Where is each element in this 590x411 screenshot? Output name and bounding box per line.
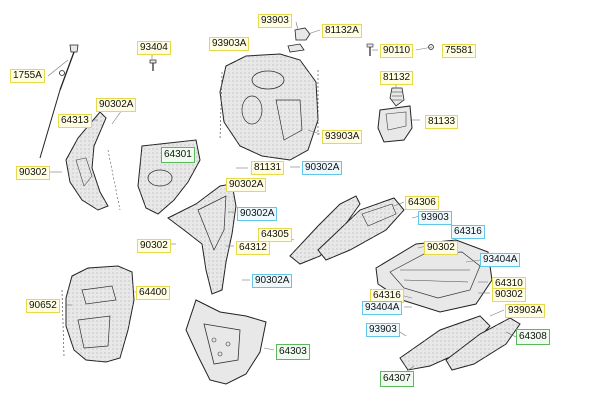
callout-64308[interactable]: 64308 — [516, 329, 550, 345]
callout-93903-right[interactable]: 93903 — [418, 211, 452, 225]
callout-90652[interactable]: 90652 — [26, 299, 60, 313]
leg-shield-64400-part[interactable] — [61, 265, 135, 363]
callout-64313[interactable]: 64313 — [58, 114, 92, 128]
callout-90110[interactable]: 90110 — [380, 44, 414, 58]
callout-90302-rb[interactable]: 90302 — [492, 288, 526, 302]
callout-93404A-rt[interactable]: 93404A — [480, 253, 521, 267]
callout-93404-top[interactable]: 93404 — [137, 41, 171, 55]
callout-93404A-bottom[interactable]: 93404A — [362, 301, 403, 315]
callout-81132A[interactable]: 81132A — [322, 24, 362, 38]
callout-64301[interactable]: 64301 — [161, 147, 195, 163]
callout-93903-top[interactable]: 93903 — [258, 14, 292, 28]
callout-93903A-mid[interactable]: 93903A — [322, 130, 363, 144]
side-cover-64306-part[interactable] — [317, 197, 405, 261]
callout-75581[interactable]: 75581 — [442, 44, 476, 58]
callout-64312[interactable]: 64312 — [236, 241, 270, 255]
callout-64316-top[interactable]: 64316 — [451, 225, 485, 239]
callout-64307[interactable]: 64307 — [380, 371, 414, 387]
callout-90302A-right[interactable]: 90302A — [237, 207, 278, 221]
hook-cover-81133-part[interactable] — [377, 105, 413, 143]
side-cover-64313-part[interactable] — [65, 111, 121, 211]
callout-81131[interactable]: 81131 — [251, 161, 285, 175]
lower-cover-64308-part[interactable] — [445, 317, 521, 371]
callout-64303[interactable]: 64303 — [276, 344, 310, 360]
bolt-93404-part[interactable] — [149, 59, 157, 71]
hook-81132-part[interactable] — [389, 87, 405, 107]
front-inner-cover-part[interactable] — [219, 53, 319, 161]
callout-90302-center[interactable]: 90302 — [137, 239, 171, 253]
callout-81132[interactable]: 81132 — [380, 71, 414, 85]
dipstick-part[interactable] — [39, 44, 79, 159]
callout-81133[interactable]: 81133 — [425, 115, 459, 129]
callout-90302A-left[interactable]: 90302A — [96, 98, 137, 112]
callout-64400[interactable]: 64400 — [136, 286, 170, 300]
callout-1755A[interactable]: 1755A — [10, 69, 45, 83]
callout-90302A-under-81131[interactable]: 90302A — [226, 178, 267, 192]
front-side-panel-64312-part[interactable] — [167, 183, 237, 295]
hook-81132A-part[interactable] — [287, 27, 311, 53]
callout-90302A-bottom[interactable]: 90302A — [252, 274, 293, 288]
callout-64305[interactable]: 64305 — [258, 228, 292, 242]
callout-90302-left[interactable]: 90302 — [16, 166, 50, 180]
callout-90302A-mid[interactable]: 90302A — [302, 161, 343, 175]
callout-93903A-rb[interactable]: 93903A — [505, 304, 546, 318]
front-lower-panel-64303-part[interactable] — [185, 299, 267, 385]
callout-64306[interactable]: 64306 — [405, 196, 439, 210]
callout-93903-bottom[interactable]: 93903 — [366, 323, 400, 337]
callout-90302-rt[interactable]: 90302 — [424, 241, 458, 255]
callout-93903A-top[interactable]: 93903A — [209, 37, 250, 51]
side-cover-64305-part[interactable] — [289, 195, 361, 265]
screw-90110-part[interactable] — [366, 43, 374, 56]
